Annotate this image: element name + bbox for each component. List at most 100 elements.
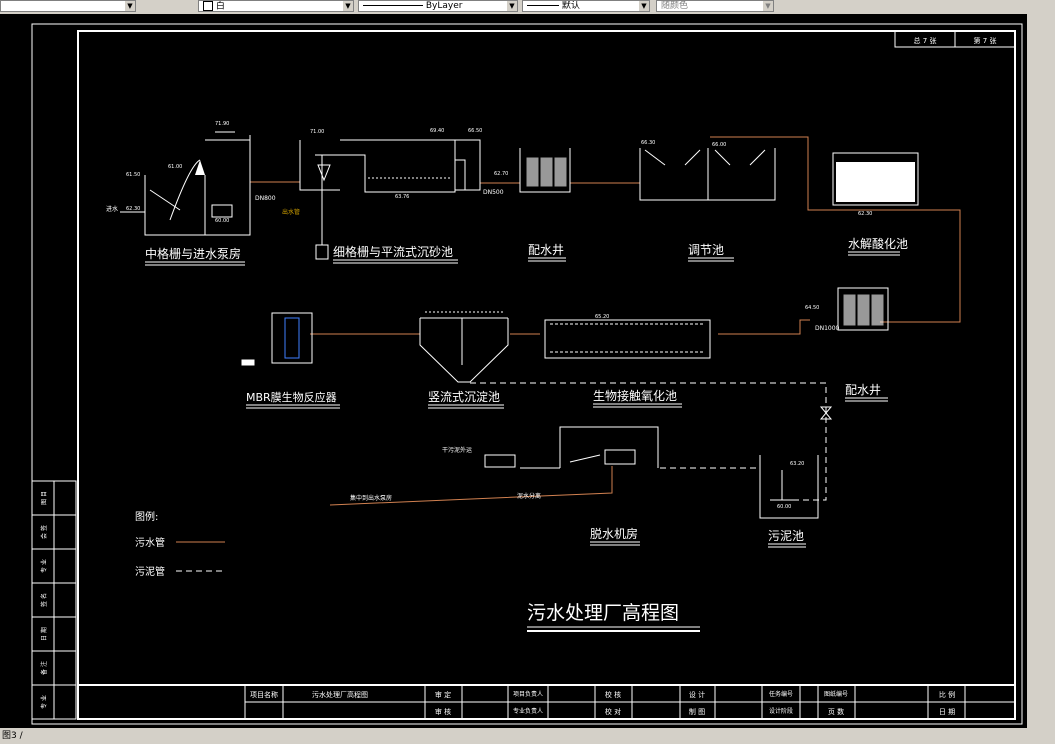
legend-label-sludge: 污泥管 — [135, 565, 165, 578]
chevron-down-icon: ▼ — [763, 1, 773, 11]
elevation-mark: 65.20 — [595, 314, 609, 320]
tb-cell: 设 计 — [689, 690, 705, 699]
unit-label: 竖流式沉淀池 — [428, 390, 500, 404]
status-bar: 图3 / — [0, 728, 1055, 744]
sludge-tank — [759, 455, 819, 519]
small-annotations: 进水 DN800 DN500 DN1000 出水管 干污泥外运 泥水分离 集中到… — [106, 189, 840, 502]
chevron-down-icon: ▼ — [125, 1, 135, 11]
tb-cell: 比 例 — [939, 690, 955, 699]
color-dropdown[interactable]: 白 ▼ — [198, 0, 354, 12]
plotstyle-value: 随颜色 — [661, 1, 689, 11]
layer-tools-icon[interactable] — [140, 0, 184, 12]
side-label: 日 期 — [40, 627, 48, 641]
elevation-mark: 62.70 — [494, 171, 508, 177]
unit-label: 配水井 — [845, 383, 881, 397]
tb-drawing-name: 污水处理厂高程图 — [312, 690, 368, 699]
elevation-mark: 66.50 — [468, 128, 482, 134]
drawing-canvas[interactable]: 总 7 张 第 7 张 图 目 会 签 专 业 签 名 日 期 备 注 专 业 — [0, 14, 1027, 728]
elevation-mark: 61.00 — [168, 164, 182, 170]
unit-label: 水解酸化池 — [848, 236, 908, 251]
side-label: 图 目 — [41, 491, 48, 505]
annotation: 出水管 — [282, 208, 300, 216]
sheet-outer-frame — [31, 23, 1023, 725]
equalization-tank — [639, 148, 776, 201]
unit-label: 生物接触氧化池 — [593, 388, 677, 403]
unit-label: 配水井 — [528, 243, 564, 257]
side-label: 会 签 — [40, 525, 48, 539]
annotation: DN800 — [255, 195, 276, 202]
pump-icon — [195, 160, 205, 175]
tb-cell: 图纸编号 — [824, 690, 848, 698]
elevation-mark: 63.76 — [395, 194, 409, 200]
unit-label: 污泥池 — [768, 529, 804, 543]
lineweight-value: 默认 — [561, 1, 580, 11]
sludge-pipe — [470, 382, 827, 501]
vertical-scrollbar[interactable] — [1027, 14, 1055, 728]
vertical-sedimentation-tank — [419, 311, 509, 383]
side-label: 签 名 — [40, 593, 48, 607]
side-label: 备 注 — [40, 661, 48, 675]
side-signature-block: 图 目 会 签 专 业 签 名 日 期 备 注 专 业 — [31, 480, 77, 720]
plotstyle-dropdown[interactable]: 随颜色 ▼ — [656, 0, 774, 12]
tb-cell: 日 期 — [939, 708, 955, 716]
linetype-value: ByLayer — [425, 1, 463, 11]
elevation-mark: 71.00 — [310, 129, 324, 135]
valve-icon — [819, 406, 833, 414]
distribution-well-1 — [519, 148, 571, 193]
coarse-screen-pump-house — [144, 131, 251, 236]
annotation: 干污泥外运 — [442, 446, 472, 454]
label-underlines — [145, 251, 900, 548]
sewage-pipe — [250, 136, 961, 506]
chevron-down-icon: ▼ — [639, 1, 649, 11]
status-text: 图3 / — [2, 731, 23, 741]
screen-icon — [317, 164, 331, 182]
linetype-dropdown[interactable]: ByLayer ▼ — [358, 0, 518, 12]
elevation-mark: 63.20 — [790, 461, 804, 467]
tb-cell: 审 定 — [435, 690, 451, 699]
elevation-marks: 71.90 61.00 61.50 62.30 60.00 71.00 69.4… — [126, 121, 872, 510]
annotation: 泥水分离 — [517, 492, 541, 500]
valve-icon — [819, 412, 833, 420]
sheet-inner-frame — [77, 30, 1016, 720]
unit-label: 细格栅与平流式沉砂池 — [333, 244, 453, 259]
elevation-mark: 62.30 — [126, 206, 140, 212]
sheet-count-box: 总 7 张 第 7 张 — [894, 30, 1016, 48]
elevation-mark: 60.00 — [777, 504, 791, 510]
hydrolysis-tank — [832, 152, 919, 206]
elevation-mark: 61.50 — [126, 172, 140, 178]
tb-cell: 校 核 — [605, 690, 621, 699]
elevation-mark: 66.30 — [641, 140, 655, 146]
fine-screen-grit-chamber — [299, 139, 481, 260]
tb-cell: 项目负责人 — [513, 690, 543, 698]
cad-drawing: 总 7 张 第 7 张 图 目 会 签 专 业 签 名 日 期 备 注 专 业 — [31, 23, 1023, 725]
drawing-title: 污水处理厂高程图 — [527, 602, 679, 624]
side-label: 专 业 — [40, 695, 48, 709]
tb-cell: 专业负责人 — [513, 707, 543, 715]
lineweight-dropdown[interactable]: 默认 ▼ — [522, 0, 650, 12]
annotation: DN1000 — [815, 325, 840, 332]
unit-label: 调节池 — [688, 243, 724, 257]
legend-label-sewage: 污水管 — [135, 536, 165, 549]
unit-labels: 中格栅与进水泵房 细格栅与平流式沉砂池 配水井 调节池 水解酸化池 配水井 生物… — [145, 236, 908, 543]
dewatering-house — [484, 426, 659, 469]
annotation: 进水 — [106, 205, 118, 213]
distribution-well-2 — [837, 287, 889, 331]
tb-cell: 任务编号 — [769, 690, 793, 698]
unit-label: 中格栅与进水泵房 — [145, 246, 241, 261]
color-swatch-icon — [203, 1, 213, 11]
tb-cell: 页 数 — [828, 707, 844, 716]
properties-toolbar: ▼ 白 ▼ ByLayer ▼ 默认 ▼ 随颜色 ▼ — [0, 0, 1055, 15]
color-value: 白 — [215, 1, 225, 12]
elevation-mark: 69.40 — [430, 128, 444, 134]
mbr-reactor — [241, 312, 313, 366]
lineweight-sample — [527, 5, 559, 6]
unit-label: MBR膜生物反应器 — [246, 390, 337, 404]
bio-contact-oxidation-tank — [544, 319, 711, 359]
elevation-mark: 64.50 — [805, 305, 819, 311]
tb-cell: 审 核 — [435, 707, 451, 716]
layer-dropdown-tail[interactable]: ▼ — [0, 0, 136, 12]
title-block: 项目名称 污水处理厂高程图 审 定 项目负责人 校 核 设 计 任务编号 图纸编… — [78, 684, 1015, 719]
chevron-down-icon: ▼ — [507, 1, 517, 11]
unit-label: 脱水机房 — [590, 526, 638, 541]
sheet-total: 总 7 张 — [914, 36, 937, 45]
